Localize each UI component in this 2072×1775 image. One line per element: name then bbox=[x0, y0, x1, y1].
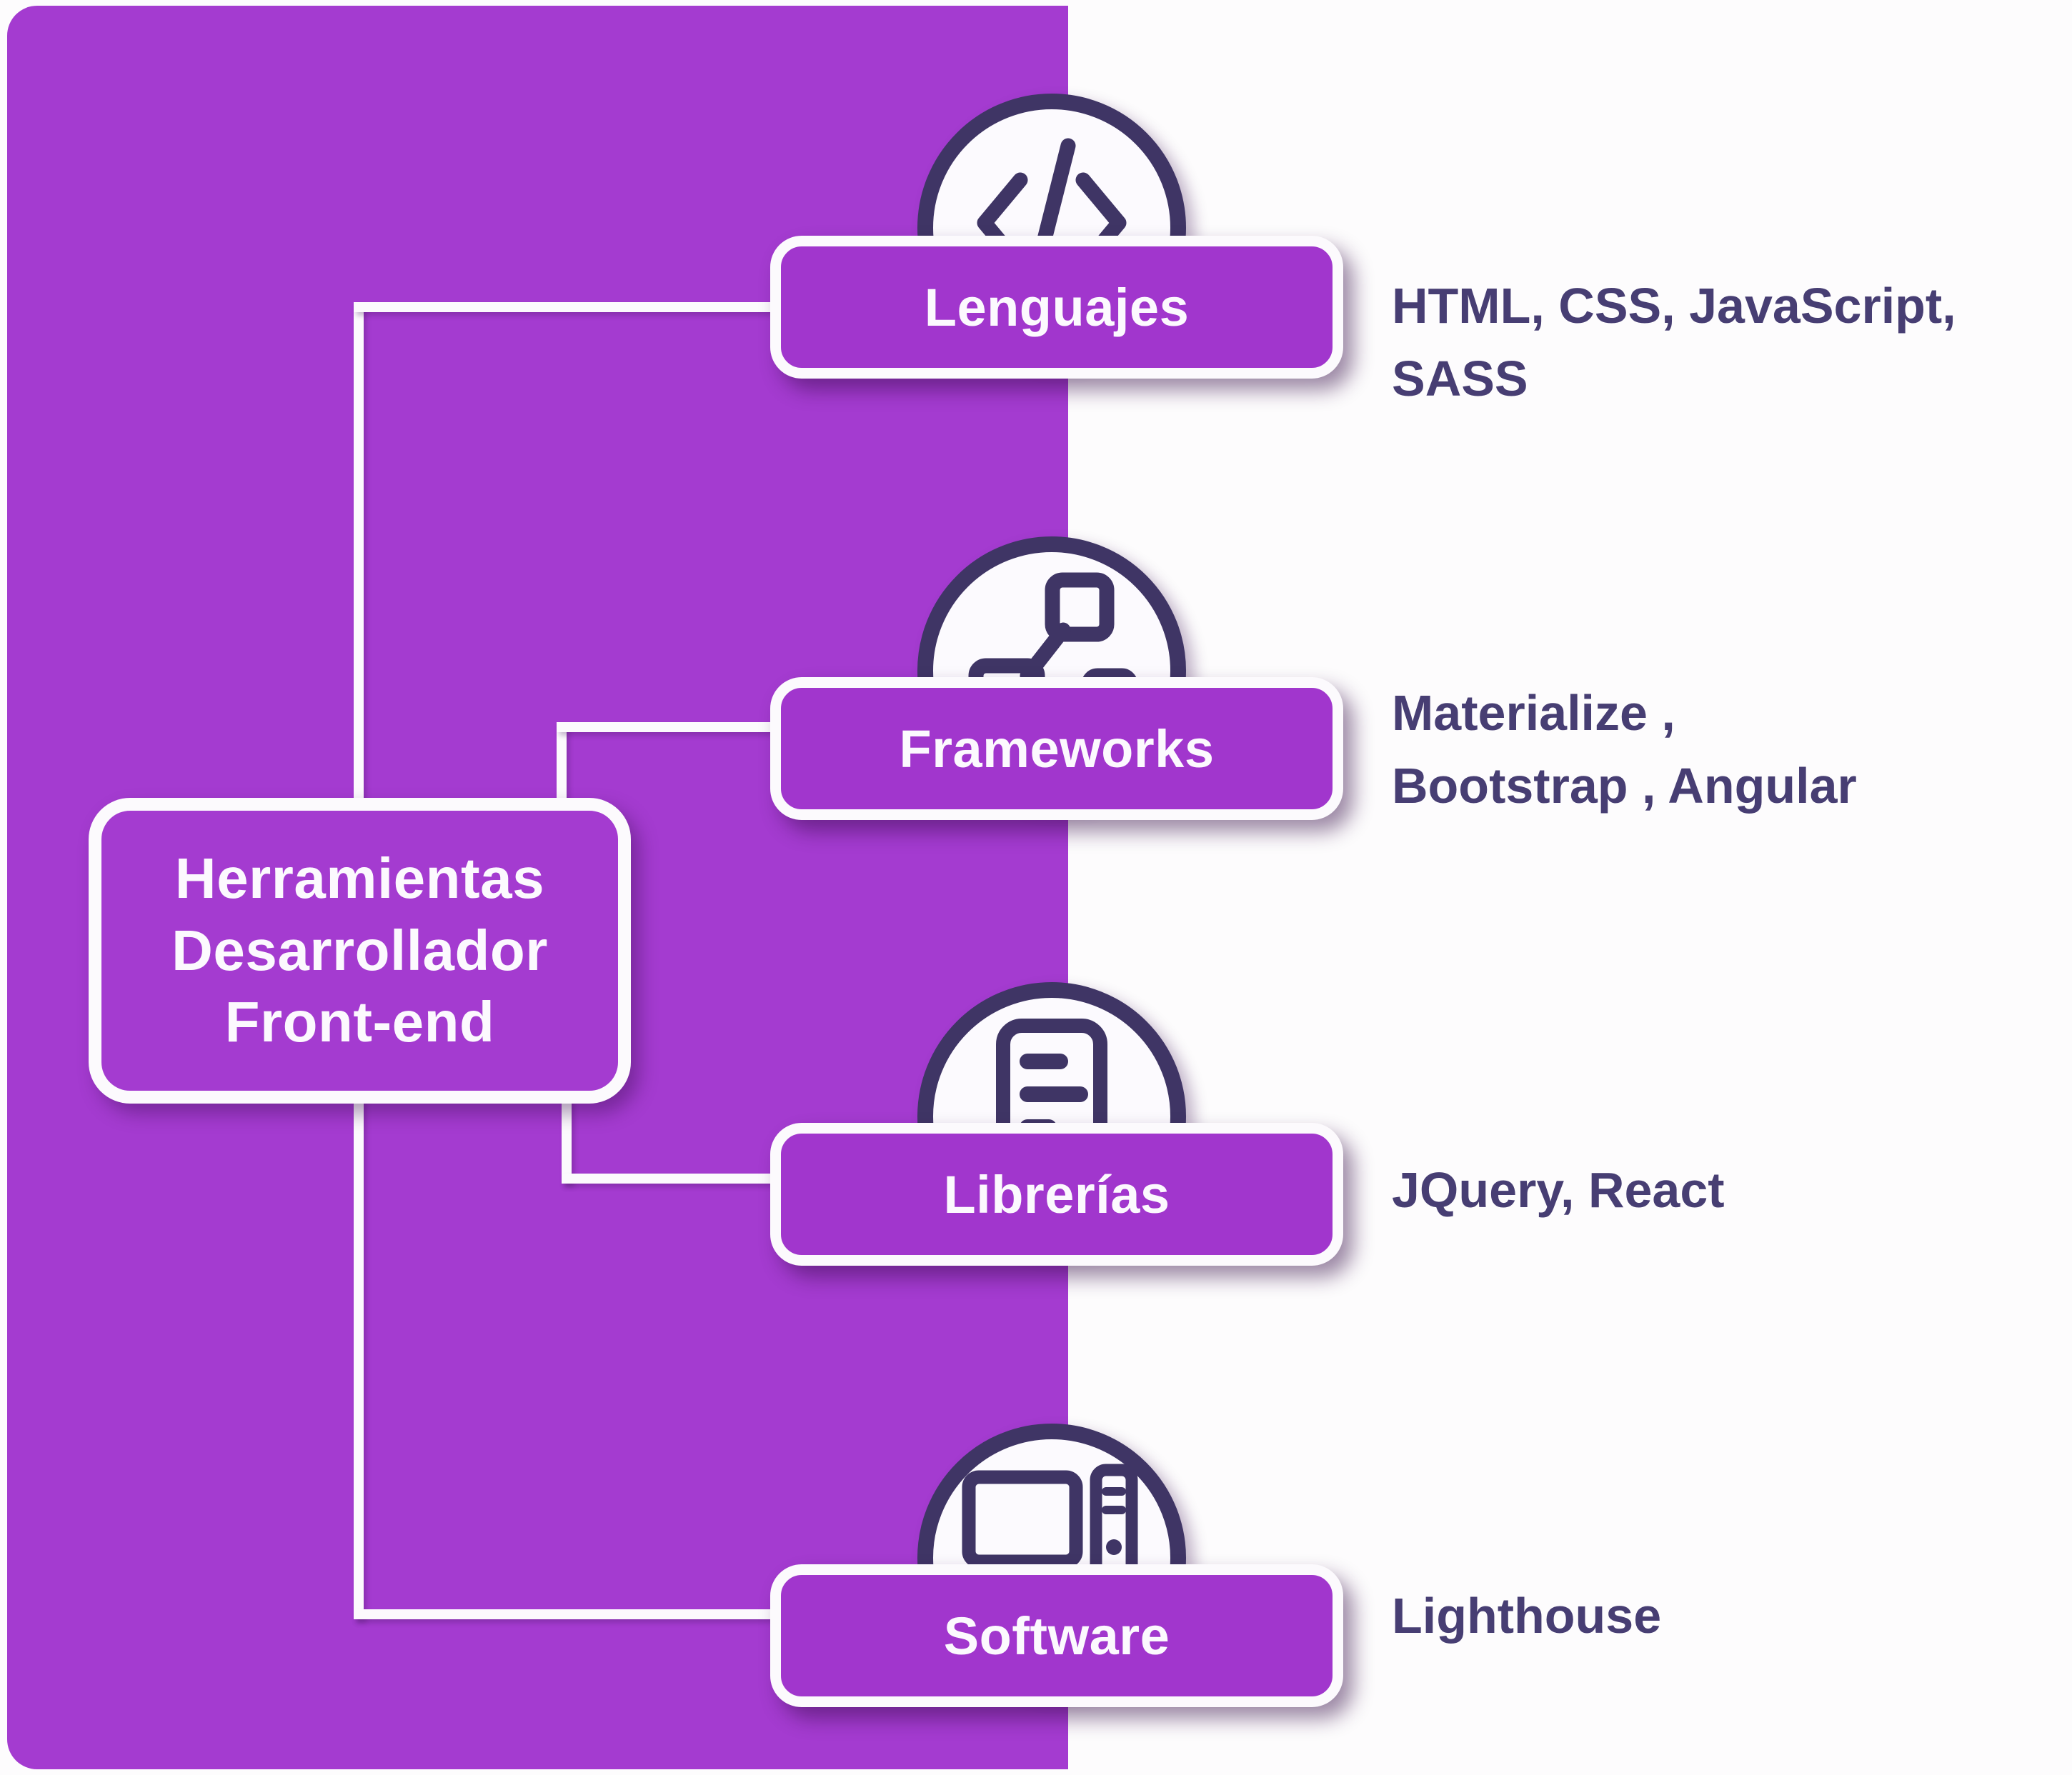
branch-pill-librerias: Librerías bbox=[770, 1123, 1343, 1266]
branch-label-frameworks: Frameworks bbox=[899, 719, 1215, 779]
connector-librerias-vertical bbox=[562, 1093, 572, 1184]
branch-label-lenguajes: Lenguajes bbox=[924, 277, 1190, 337]
central-topic-line-2: Desarrollador bbox=[171, 918, 548, 982]
connector-frameworks-vertical bbox=[557, 722, 567, 807]
items-lenguajes-line-2: SASS bbox=[1392, 350, 1528, 406]
items-librerias-line-1: JQuery, React bbox=[1392, 1162, 1725, 1218]
connector-software-vertical bbox=[354, 1093, 364, 1619]
branch-label-software: Software bbox=[943, 1606, 1170, 1666]
connector-lenguajes-vertical bbox=[354, 302, 364, 807]
items-frameworks-line-1: Materialize , bbox=[1392, 685, 1675, 741]
central-topic-line-1: Herramientas bbox=[174, 846, 545, 910]
items-software: Lighthouse bbox=[1392, 1580, 1661, 1653]
branch-label-librerias: Librerías bbox=[943, 1164, 1170, 1224]
branch-pill-lenguajes: Lenguajes bbox=[770, 236, 1343, 379]
items-lenguajes: HTML, CSS, JavaScript, SASS bbox=[1392, 270, 1956, 415]
items-librerias: JQuery, React bbox=[1392, 1154, 1725, 1227]
central-topic-box: Herramientas Desarrollador Front-end bbox=[89, 798, 631, 1104]
items-frameworks: Materialize , Bootstrap , Angular bbox=[1392, 677, 1857, 822]
items-software-line-1: Lighthouse bbox=[1392, 1588, 1662, 1644]
connector-software-horizontal bbox=[354, 1609, 782, 1619]
branch-pill-frameworks: Frameworks bbox=[770, 677, 1343, 820]
items-frameworks-line-2: Bootstrap , Angular bbox=[1392, 757, 1857, 814]
central-topic-title: Herramientas Desarrollador Front-end bbox=[171, 843, 548, 1059]
central-topic-line-3: Front-end bbox=[224, 990, 495, 1054]
connector-lenguajes-horizontal bbox=[354, 302, 782, 312]
items-lenguajes-line-1: HTML, CSS, JavaScript, bbox=[1392, 278, 1956, 334]
connector-frameworks-horizontal bbox=[557, 722, 782, 732]
branch-pill-software: Software bbox=[770, 1564, 1343, 1707]
connector-librerias-horizontal bbox=[562, 1174, 782, 1184]
